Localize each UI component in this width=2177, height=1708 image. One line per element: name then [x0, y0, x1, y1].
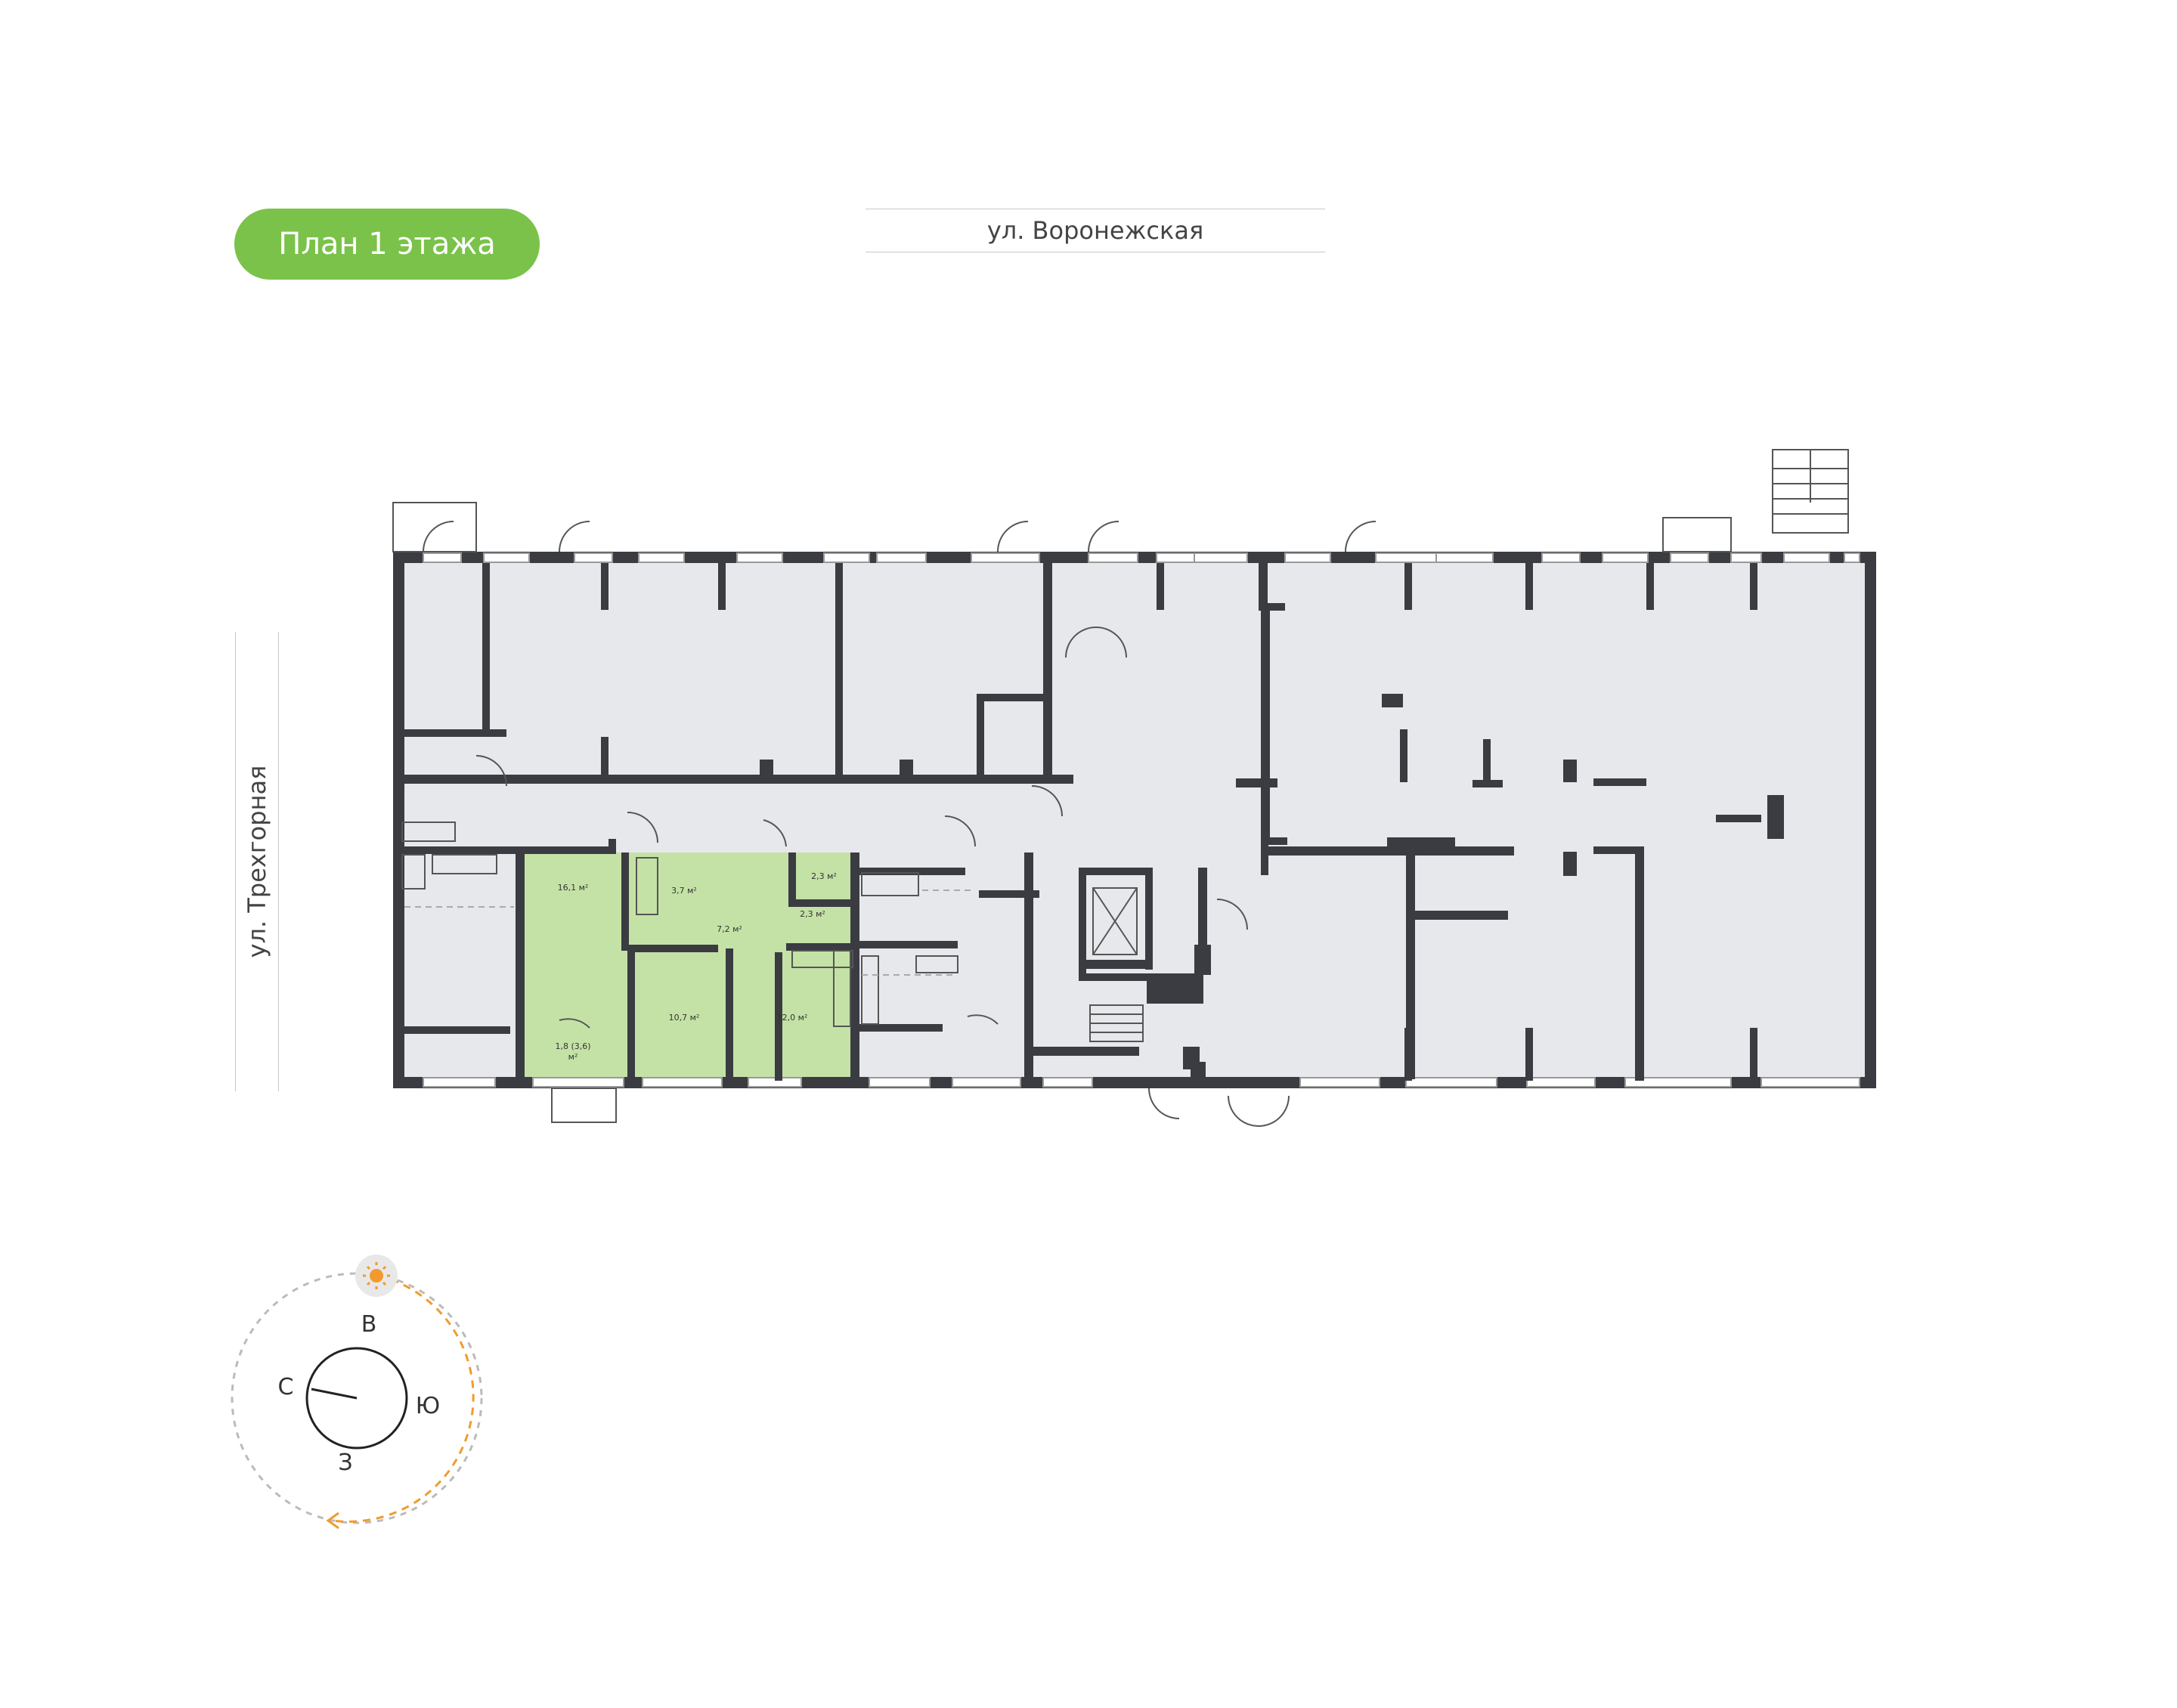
- sun-path-arc: [332, 1274, 475, 1523]
- apartment-highlight: [522, 852, 856, 1079]
- area-label-12-0: 12,0 м²: [777, 1013, 808, 1023]
- compass-north-label: С: [278, 1374, 294, 1400]
- sun-rays-icon: [363, 1262, 390, 1289]
- fixtures: [401, 822, 958, 1027]
- area-label-balcony-unit: м²: [568, 1052, 578, 1062]
- bottom-windows: [423, 1077, 1860, 1088]
- interior-walls: [401, 563, 1784, 1088]
- compass-west-label: З: [338, 1450, 352, 1476]
- area-label-10-7: 10,7 м²: [669, 1013, 700, 1023]
- street-label-north: ул. Воронежская: [866, 209, 1325, 252]
- floor-title-badge: План 1 этажа: [234, 209, 540, 280]
- street-name-north: ул. Воронежская: [986, 216, 1204, 245]
- area-label-2-3b: 2,3 м²: [800, 909, 825, 919]
- area-label-balcony: 1,8 (3,6): [555, 1041, 590, 1051]
- compass-needle: [311, 1388, 358, 1400]
- sun-orbit-circle: [231, 1272, 483, 1524]
- entrances: [392, 449, 1849, 1123]
- sun-path-arrow: [326, 1512, 339, 1530]
- compass-east-label: В: [361, 1311, 377, 1338]
- area-label-16-1: 16,1 м²: [558, 883, 589, 893]
- zone-dashes: [404, 890, 975, 976]
- compass-south-label: Ю: [416, 1393, 440, 1419]
- area-labels: 16,1 м² 3,7 м² 2,3 м² 7,2 м² 2,3 м² 10,7…: [555, 871, 836, 1062]
- area-label-3-7: 3,7 м²: [671, 886, 697, 896]
- area-label-2-3a: 2,3 м²: [811, 871, 837, 881]
- area-label-7-2: 7,2 м²: [717, 924, 742, 934]
- compass: С В Ю З: [231, 1255, 483, 1530]
- sun-icon: [370, 1269, 383, 1283]
- street-label-west: ул. Трехгорная: [235, 632, 279, 1091]
- doors: [423, 521, 1376, 1127]
- top-windows: [423, 552, 1860, 563]
